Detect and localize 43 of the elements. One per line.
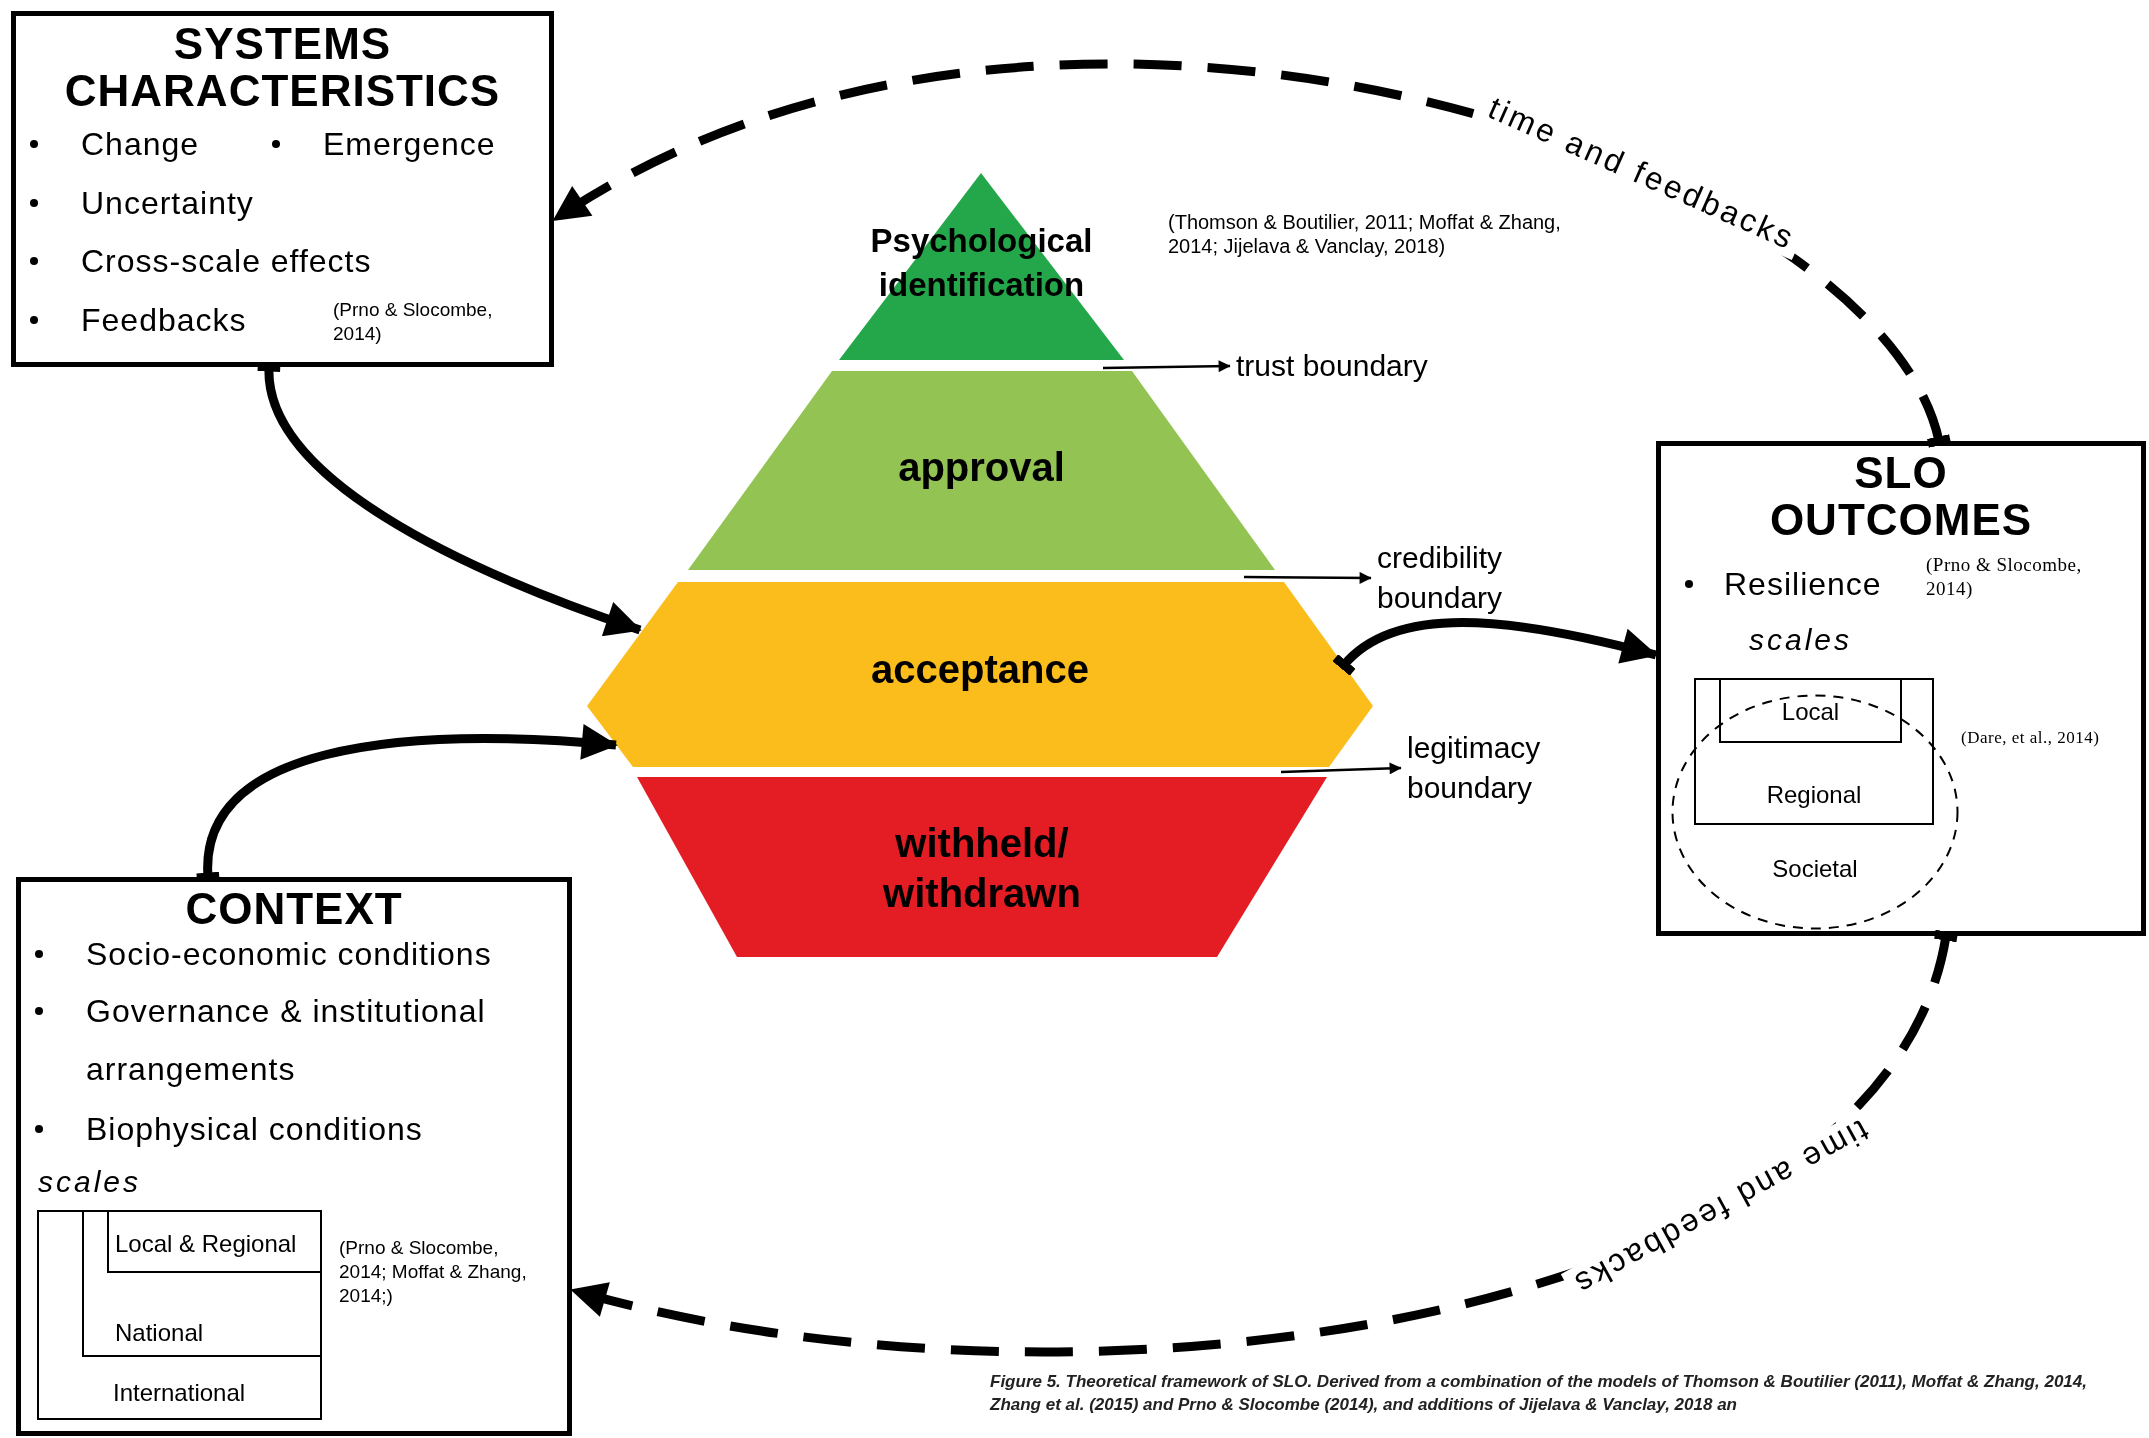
scale-label: International — [113, 1378, 246, 1408]
citation-text: (Dare, et al., 2014) — [1961, 727, 2100, 749]
box-title: CONTEXT — [184, 885, 404, 932]
boundary-label: credibility boundary — [1377, 538, 1577, 618]
scales-label: scales — [1749, 622, 1853, 658]
text-box — [16, 877, 572, 1436]
scale-box — [82, 1210, 322, 1357]
scale-box — [37, 1210, 322, 1420]
scale-label: Societal — [1771, 854, 1859, 884]
figure-caption: Figure 5. Theoretical framework of SLO. Derived from a combination of the models of Thomson & Boutilier (2011), Moffat & Zhang, 2014, Zhang et al. (2015) and Prno & Slocombe (2014), and additions of Jijelava & Vanclay, 2018 an — [990, 1371, 2088, 1416]
text-box — [11, 11, 554, 367]
bullet-text: Resilience — [1724, 565, 1882, 604]
level-label: approval — [897, 444, 1066, 491]
bullet-text: Governance & institutional arrangements — [86, 992, 487, 1089]
box-title: SLO OUTCOMES — [1768, 449, 2034, 543]
scale-label: Local & Regional — [115, 1229, 297, 1259]
scale-label: Regional — [1765, 780, 1863, 810]
scales-label: scales — [38, 1164, 142, 1200]
bullet-text: Change — [81, 125, 200, 164]
scale-box — [1719, 678, 1902, 743]
bullet-text: Uncertainty — [81, 184, 254, 223]
arrow — [1280, 762, 1402, 775]
bullet-text: Biophysical conditions — [86, 1110, 423, 1149]
citation-text: (Prno & Slocombe, 2014; Moffat & Zhang, 2014;) — [339, 1236, 528, 1308]
level-label: acceptance — [870, 646, 1090, 693]
bullet-text: Feedbacks — [81, 301, 247, 340]
text-box — [1656, 441, 2146, 936]
box-title: SYSTEMS CHARACTERISTICS — [63, 20, 502, 114]
bullet-text: Emergence — [323, 125, 496, 164]
scale-label: National — [115, 1318, 204, 1348]
citation-text: (Prno & Slocombe, 2014) — [333, 298, 494, 346]
boundary-label: trust boundary — [1236, 346, 1476, 386]
boundary-label: legitimacy boundary — [1407, 728, 1607, 808]
citation-text: (Prno & Slocombe, 2014) — [1926, 553, 2083, 601]
level-label: withheld/ withdrawn — [882, 820, 1082, 917]
arrow — [1102, 360, 1231, 373]
scale-box — [1694, 678, 1934, 825]
arrow — [1244, 571, 1372, 584]
bullet-text: Cross-scale effects — [81, 242, 372, 281]
arrow — [1332, 618, 1658, 677]
scale-label: Local — [1780, 697, 1841, 727]
scale-box — [107, 1210, 322, 1273]
bullet-text: Socio-economic conditions — [86, 935, 492, 974]
